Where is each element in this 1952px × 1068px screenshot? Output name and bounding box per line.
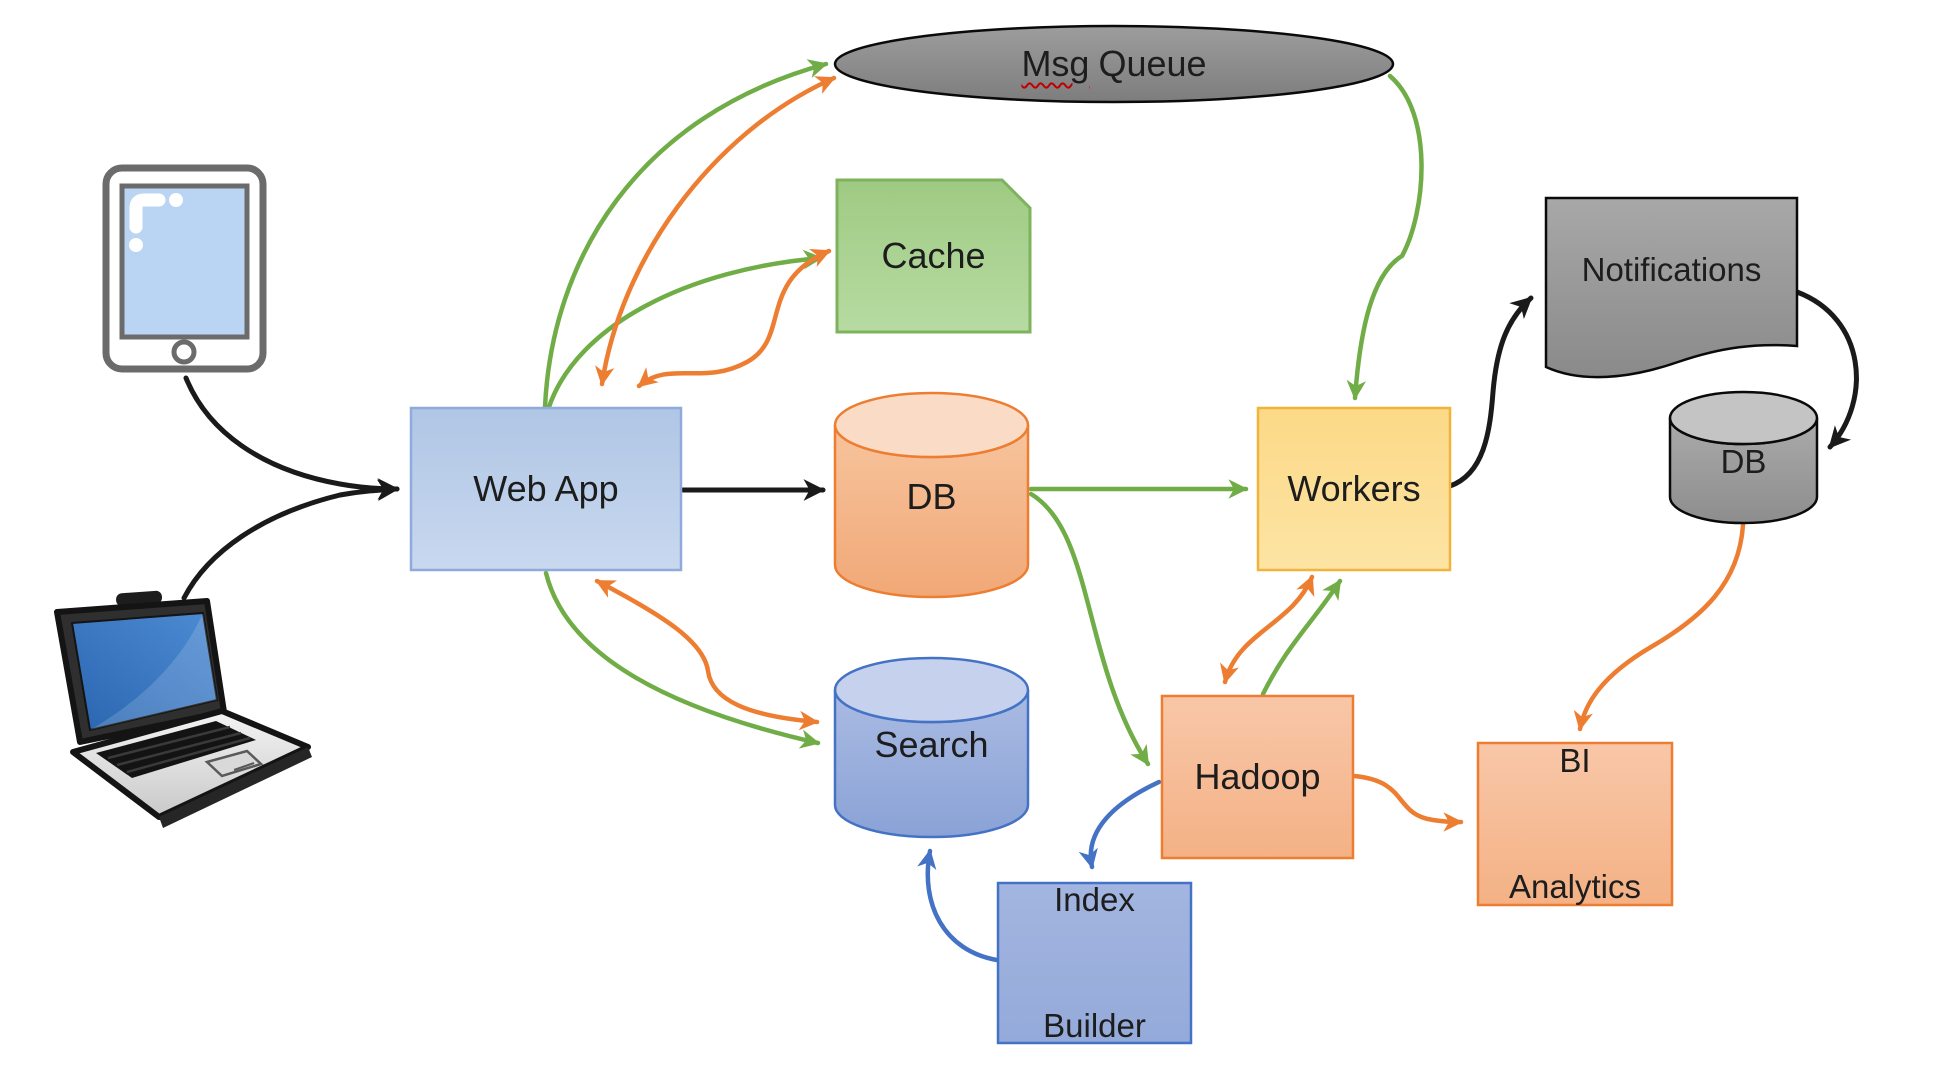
tablet-glare-dot2 [129, 238, 143, 252]
node-msg-queue[interactable] [833, 24, 1395, 104]
node-bi-analytics[interactable] [1476, 741, 1674, 907]
laptop-key-rows [107, 725, 251, 774]
laptop-device-icon[interactable] [54, 590, 312, 828]
laptop-screen-glare [90, 613, 217, 730]
connector-cache-webapp-orange[interactable] [636, 248, 832, 389]
node-cache[interactable] [835, 178, 1032, 334]
connector-webapp-to-cache[interactable] [546, 249, 824, 410]
connectors-layer [181, 59, 1859, 963]
tablet-home-button [171, 339, 197, 365]
tablet-glare-dot [169, 193, 183, 207]
connector-msgqueue-to-workers[interactable] [1346, 73, 1424, 401]
tablet-device-icon[interactable] [102, 164, 267, 373]
laptop-touchpad [204, 749, 264, 778]
node-web-app[interactable] [409, 406, 683, 572]
connector-tablet-to-webapp[interactable] [183, 375, 400, 500]
node-search[interactable] [833, 656, 1030, 839]
node-notifications[interactable] [1544, 196, 1799, 379]
node-db-main[interactable] [833, 391, 1030, 599]
connector-hadoop-to-bianalytics[interactable] [1351, 773, 1464, 832]
node-workers[interactable] [1256, 406, 1452, 572]
node-hadoop[interactable] [1160, 694, 1355, 860]
search-cylinder-top[interactable] [833, 656, 1030, 724]
nodes-layer [409, 24, 1819, 1045]
connector-hadoop-to-indexbuilder[interactable] [1078, 779, 1162, 870]
connector-workers-to-notifications[interactable] [1447, 295, 1534, 489]
connector-notifications-to-dbright[interactable] [1794, 289, 1859, 450]
connector-indexbuilder-to-search[interactable] [917, 848, 1000, 963]
laptop-base-edge [159, 747, 312, 828]
connector-workers-hadoop-orange[interactable] [1219, 574, 1315, 685]
connector-search-webapp-orange[interactable] [594, 578, 820, 731]
laptop-screen [70, 611, 219, 732]
tablet-screen-glare [129, 193, 166, 234]
laptop-touchpad-divider [233, 762, 255, 771]
tablet-screen [119, 183, 250, 340]
db-right-cylinder-top[interactable] [1668, 390, 1819, 446]
node-db-right[interactable] [1668, 390, 1819, 525]
connector-db-to-hadoop[interactable] [1028, 491, 1151, 767]
connector-msgqueue-webapp-orange[interactable] [594, 75, 837, 387]
node-index-builder[interactable] [996, 881, 1193, 1045]
connector-webapp-to-msgqueue[interactable] [542, 59, 829, 410]
db-cylinder-top[interactable] [833, 391, 1030, 459]
connector-dbright-to-bianalytics[interactable] [1573, 522, 1746, 732]
connector-laptop-to-webapp[interactable] [181, 479, 400, 601]
